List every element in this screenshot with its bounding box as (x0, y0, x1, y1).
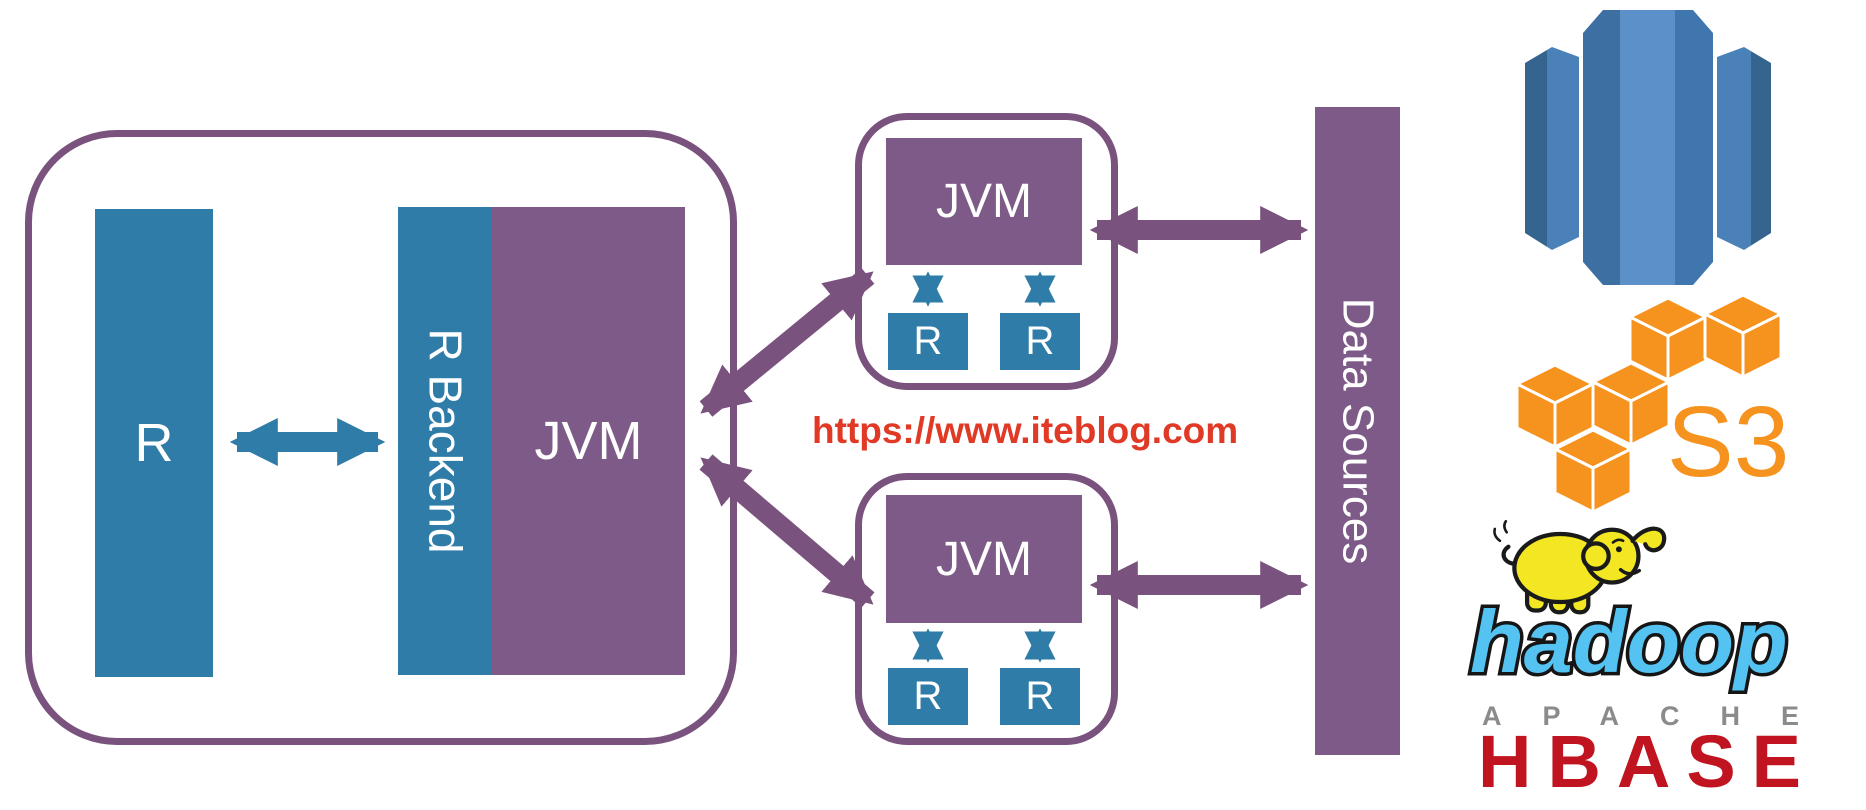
apache-label: APACHE (1482, 701, 1840, 731)
s3-cube-icon (1591, 361, 1671, 447)
s3-label: S3 (1667, 386, 1789, 498)
worker1-jvm-box: JVM (886, 138, 1082, 265)
worker1-jvm-label: JVM (936, 175, 1032, 228)
amazon-redshift-icon (1525, 10, 1771, 285)
hadoop-label: hadoop (1470, 592, 1788, 691)
driver-jvm-box: JVM (492, 207, 685, 675)
watermark-url: https://www.iteblog.com (812, 410, 1239, 451)
worker2-r-box-2: R (1000, 668, 1080, 725)
driver-box: R R Backend JVM (25, 130, 737, 745)
worker2-r-label-1: R (913, 674, 943, 718)
worker2-jvm-box: JVM (886, 495, 1082, 623)
worker2-r-label-2: R (1025, 674, 1055, 718)
hbase-label: HBASE (1478, 720, 1817, 803)
hadoop-elephant-icon (1493, 519, 1667, 615)
worker1-r-label-2: R (1025, 319, 1055, 363)
driver-r-process-box: R (95, 209, 213, 677)
aws-s3-cubes-icon: S3 (1515, 293, 1789, 514)
hadoop-hbase-logo-block: hadoop APACHE HBASE (1467, 519, 1840, 803)
s3-cube-icon (1553, 428, 1633, 514)
driver-r-label: R (134, 413, 174, 473)
worker-box-2: JVM R R (855, 473, 1118, 745)
worker1-r-label-1: R (913, 319, 943, 363)
driver-r-backend-box: R Backend (398, 207, 492, 675)
driver-jvm-label: JVM (534, 411, 643, 471)
s3-cube-icon (1703, 293, 1783, 379)
worker2-r-box-1: R (888, 668, 968, 725)
data-sources-bar: Data Sources (1315, 107, 1400, 755)
worker2-jvm-label: JVM (936, 532, 1032, 586)
driver-r-backend-label: R Backend (419, 328, 472, 554)
worker1-r-box-2: R (1000, 313, 1080, 370)
worker-box-1: JVM R R (855, 113, 1118, 390)
data-sources-label: Data Sources (1333, 297, 1383, 565)
worker1-r-box-1: R (888, 313, 968, 370)
